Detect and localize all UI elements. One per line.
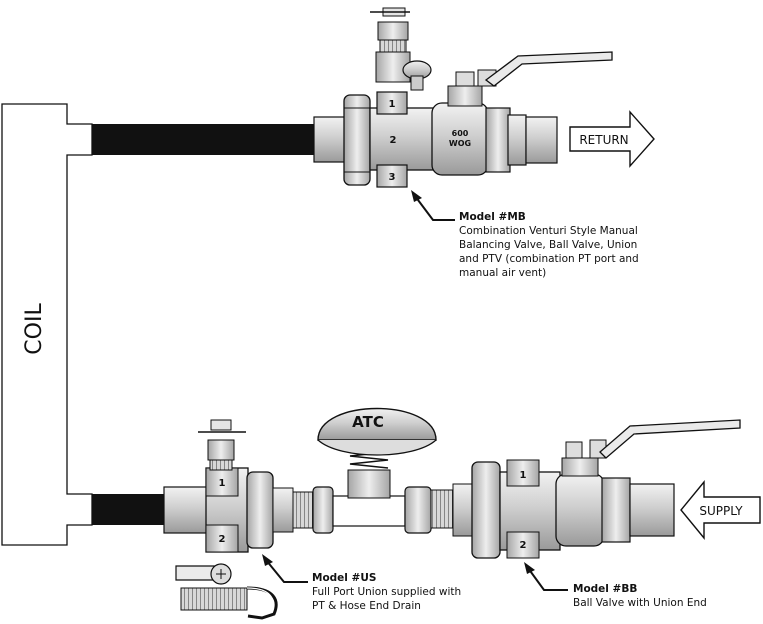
mb-callout-line: Combination Venturi Style Manual xyxy=(459,225,638,237)
mb-rating-line2: WOG xyxy=(449,139,471,148)
return-pipe xyxy=(92,124,316,155)
bb-callout-line: Ball Valve with Union End xyxy=(573,597,707,609)
return-tailpiece xyxy=(313,116,349,163)
return-label: RETURN xyxy=(579,133,628,147)
us-callout-arrow xyxy=(262,554,308,583)
mb-callout-line: Balancing Valve, Ball Valve, Union xyxy=(459,239,638,251)
coil-label: COIL xyxy=(22,303,47,355)
us-port-1-label: 1 xyxy=(219,478,226,489)
mb-union-nut xyxy=(343,94,371,186)
mb-ball-valve: 600 WOG xyxy=(431,51,613,176)
us-valve: 1 2 xyxy=(175,419,294,620)
bb-lever-handle xyxy=(599,419,741,459)
bb-valve: 1 2 xyxy=(452,419,741,559)
supply-label: SUPPLY xyxy=(699,504,743,518)
coil: COIL xyxy=(1,103,93,546)
mb-port-2-label: 2 xyxy=(390,135,397,146)
atc-label: ATC xyxy=(352,413,384,431)
mb-callout-line: and PTV (combination PT port and xyxy=(459,253,639,265)
mb-callout-line: manual air vent) xyxy=(459,267,547,279)
atc-actuator-dome xyxy=(317,407,437,441)
mb-rating-line1: 600 xyxy=(452,129,469,138)
mb-callout-arrow xyxy=(411,190,455,221)
supply-assembly: 1 2 xyxy=(92,407,761,620)
mb-venturi-body: 1 2 3 xyxy=(369,91,437,188)
us-callout-line: PT & Hose End Drain xyxy=(312,600,421,612)
mb-port-1-label: 1 xyxy=(389,99,396,110)
supply-pipe xyxy=(92,494,166,525)
mb-callout-title: Model #MB xyxy=(459,211,526,223)
bb-port-2-label: 2 xyxy=(520,540,527,551)
bb-callout: Model #BB Ball Valve with Union End xyxy=(573,582,707,610)
bb-callout-title: Model #BB xyxy=(573,583,638,595)
return-arrow: RETURN xyxy=(569,110,655,168)
mb-lever-handle xyxy=(484,51,613,87)
us-callout-title: Model #US xyxy=(312,572,377,584)
us-callout-line: Full Port Union supplied with xyxy=(312,586,462,598)
atc-section: ATC xyxy=(292,407,456,534)
return-assembly: 1 2 3 600 WOG xyxy=(92,7,655,221)
us-port-2-label: 2 xyxy=(219,534,226,545)
us-callout: Model #US Full Port Union supplied with … xyxy=(312,571,461,613)
supply-arrow: SUPPLY xyxy=(680,480,761,540)
mb-callout: Model #MB Combination Venturi Style Manu… xyxy=(459,210,639,280)
supply-tailpiece xyxy=(163,486,211,534)
hose-end-drain xyxy=(175,563,278,620)
mb-ptv-port xyxy=(370,7,432,91)
mb-port-3-label: 3 xyxy=(389,172,396,183)
bb-callout-arrow xyxy=(524,562,568,591)
bb-port-1-label: 1 xyxy=(520,470,527,481)
